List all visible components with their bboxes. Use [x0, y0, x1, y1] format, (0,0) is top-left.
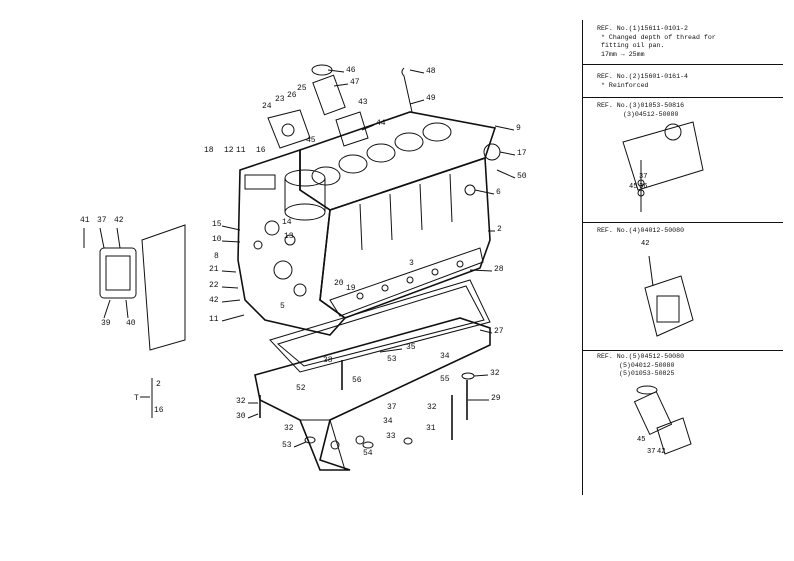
callout-32: 32	[427, 403, 437, 412]
ref-3-line-1: REF. No.(3)01053-50816	[597, 102, 685, 109]
ref-block-3: REF. No.(3)01053-50816 (3)04512-50080	[583, 97, 783, 223]
callout-42: 42	[209, 296, 219, 305]
callout-35: 35	[406, 343, 416, 352]
callout-32: 32	[490, 369, 500, 378]
callout-45: 45	[306, 136, 316, 145]
ref-4-line-1: REF. No.(4)04012-50080	[597, 227, 685, 234]
callout-50: 50	[517, 172, 527, 181]
ref-block-1: REF. No.(1)15611-0101-2 * Changed depth …	[583, 20, 783, 65]
ref-callout-45: 45	[629, 183, 637, 191]
callout-25: 25	[297, 84, 307, 93]
callout-47: 47	[350, 78, 360, 87]
ref-callout-42: 42	[641, 240, 649, 248]
callout-3: 3	[409, 259, 414, 268]
callout-39: 39	[101, 319, 111, 328]
group-bracket: 2 T 16	[134, 378, 164, 418]
ref-callout-45: 45	[637, 436, 645, 444]
callout-14: 14	[282, 218, 292, 227]
callout-32: 32	[284, 424, 294, 433]
ref-5-line-1: REF. No.(5)04512-50080	[597, 353, 685, 360]
callout-31: 31	[426, 424, 436, 433]
oil-pan-drawing	[254, 279, 491, 471]
ref-block-2: REF. No.(2)15601-0161-4 * Reinforced	[583, 64, 783, 98]
group-label-letter: T	[134, 394, 139, 403]
callout-49: 49	[426, 94, 436, 103]
callout-12: 12	[224, 146, 234, 155]
callout-33: 33	[386, 432, 396, 441]
callout-18: 18	[204, 146, 214, 155]
callout-21: 21	[209, 265, 219, 274]
callout-30: 30	[236, 412, 246, 421]
callout-23: 23	[275, 95, 285, 104]
ref-2-line-2: * Reinforced	[601, 81, 649, 89]
callout-32: 32	[236, 397, 246, 406]
leader-lines	[83, 69, 516, 448]
reference-panel: REF. No.(1)15611-0101-2 * Changed depth …	[582, 20, 783, 495]
loose-parts-drawing	[99, 64, 501, 449]
callout-15: 15	[212, 220, 222, 229]
callout-5: 5	[280, 302, 285, 311]
callout-34: 34	[440, 352, 450, 361]
callout-27: 27	[494, 327, 504, 336]
ref-3-line-2: (3)04512-50080	[623, 110, 679, 118]
callout-16: 16	[256, 146, 266, 155]
callout-26: 26	[287, 91, 297, 100]
ref-callout-37: 37	[639, 173, 647, 181]
ref-1-line-3: fitting oil pan.	[601, 42, 665, 49]
callout-11: 11	[236, 146, 246, 155]
group-label-top: 2	[156, 380, 161, 389]
callout-55: 55	[440, 375, 450, 384]
callout-53: 53	[282, 441, 292, 450]
callout-42: 42	[114, 216, 124, 225]
callout-44: 44	[376, 119, 386, 128]
ref-block-4: REF. No.(4)04012-50080	[583, 222, 783, 351]
callout-13: 13	[284, 232, 294, 241]
ref-1-line-4: 17mm → 25mm	[601, 50, 645, 58]
callout-40: 40	[126, 319, 136, 328]
callout-37: 37	[387, 403, 397, 412]
callout-11: 11	[209, 315, 219, 324]
callout-9: 9	[516, 124, 521, 133]
callout-34: 34	[383, 417, 393, 426]
callout-20: 20	[334, 279, 344, 288]
ref-1-line-1: REF. No.(1)15611-0101-2	[597, 25, 689, 32]
ref-5-line-3: (5)01053-50825	[619, 370, 675, 377]
ref-2-line-1: REF. No.(2)15601-0161-4	[597, 73, 689, 80]
ref-callout-42: 42	[657, 448, 665, 456]
callout-22: 22	[209, 281, 219, 290]
callout-19: 19	[346, 284, 356, 293]
cylinder-block-drawing	[237, 111, 497, 336]
callout-56: 56	[352, 376, 362, 385]
callout-6: 6	[496, 188, 501, 197]
ref-5-line-2: (5)04012-50080	[619, 361, 675, 369]
callout-29: 29	[491, 394, 501, 403]
callout-41: 41	[80, 216, 90, 225]
ref-1-line-2: * Changed depth of thread for	[601, 33, 716, 41]
callout-37: 37	[97, 216, 107, 225]
ref-block-5: REF. No.(5)04512-50080 (5)04012-50080 (5…	[583, 350, 783, 495]
callout-10: 10	[212, 235, 222, 244]
callout-54: 54	[363, 449, 373, 458]
ref-callout-36: 36	[639, 183, 647, 191]
ref-callout-37: 37	[647, 448, 655, 456]
callout-38: 38	[323, 356, 333, 365]
callout-17: 17	[517, 149, 527, 158]
callout-8: 8	[214, 252, 219, 261]
callout-53: 53	[387, 355, 397, 364]
callout-2: 2	[497, 225, 502, 234]
callout-46: 46	[346, 66, 356, 75]
callout-28: 28	[494, 265, 504, 274]
callout-52: 52	[296, 384, 306, 393]
callout-24: 24	[262, 102, 272, 111]
group-label-bottom: 16	[154, 406, 164, 415]
callout-43: 43	[358, 98, 368, 107]
callout-48: 48	[426, 67, 436, 76]
